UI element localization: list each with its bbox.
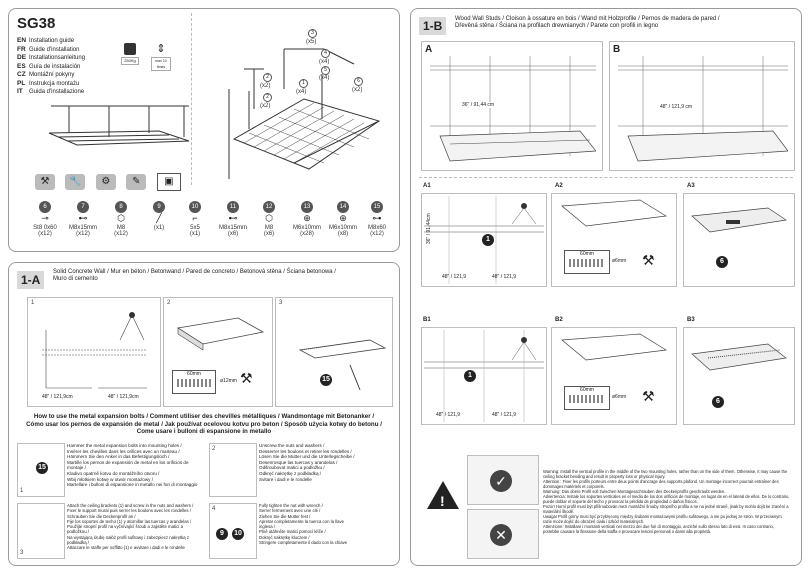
hardware-item: 11 ⊷ M8x15mm (x6) <box>215 201 251 237</box>
hardware-item: 7 ⊷ M8x15mm (x12) <box>65 201 101 237</box>
hardware-item: 13 ⊕ M6x10mm (x28) <box>289 201 325 237</box>
wall-drilling-diagram <box>42 312 147 389</box>
screw-icon: ⊕ <box>303 213 311 223</box>
step-a2: 60mm ø6mm ⚒ <box>551 193 677 287</box>
drill-icon: ⚒ <box>642 252 655 268</box>
bolt-usage-header: How to use the metal expansion bolts / C… <box>26 413 382 435</box>
wrench-icon: 🔧 <box>65 174 86 190</box>
bolt-step-image: 4 9 10 <box>209 503 257 559</box>
profile-diagram-a2 <box>561 199 668 227</box>
correct-example: ✓ <box>467 455 539 505</box>
mounted-profile-diagram <box>298 339 387 391</box>
nut-icon: ⬡ <box>265 213 273 223</box>
warning-icon <box>427 481 459 509</box>
bolt-step-text: Attach the ceiling brackets (1) and scre… <box>67 503 194 551</box>
check-icon: ✓ <box>490 470 512 492</box>
mounted-profile-a3 <box>691 207 787 233</box>
arrows-updown-icon: ⇕ <box>156 43 166 55</box>
step-b3: 6 <box>683 327 795 425</box>
drill-depth-box: 60mm <box>564 386 610 410</box>
drill-icon: ⚒ <box>240 370 253 386</box>
drill-icon: ⚙ <box>95 174 116 190</box>
bolt-step-4: 4 9 10 Fully tighten the nut with wrench… <box>209 503 393 561</box>
bolt-step-3: 3 15 Attach the ceiling brackets (1) and… <box>17 503 201 561</box>
cross-icon: ✕ <box>490 524 512 546</box>
model-title: SG38 <box>17 15 56 32</box>
hardware-item: 6 ⊸ St8 0x60 (x12) <box>27 201 63 237</box>
section-title: Solid Concrete Wall / Mur en béton / Bet… <box>53 269 336 282</box>
section-title: Wood Wall Studs / Cloison à ossature en … <box>455 16 720 29</box>
view-a: A 36" / 91,44 cm <box>421 41 603 171</box>
warning-box: ! ✓ ✕ Warning: Install the vertical prof… <box>421 455 793 559</box>
warning-text: Warning: Install the vertical profile in… <box>543 469 790 534</box>
hardware-item: 14 ⊕ M6x10mm (x8) <box>325 201 361 237</box>
nut-icon: ⬡ <box>117 213 125 223</box>
box-icon: ▣ <box>156 173 181 191</box>
shelf-illustration-small <box>48 105 190 146</box>
screw-icon: ⊸ <box>41 213 49 223</box>
bolt-step-2: 2 Unscrew the nuts and washers / Desserr… <box>209 443 393 499</box>
wood-stud-view-b <box>618 56 788 162</box>
incorrect-example: ✕ <box>467 509 539 559</box>
drill-depth-box: 60mm <box>564 250 610 274</box>
bolt-icon: ⊷ <box>228 213 238 223</box>
cycle-badge: ⇕ max 10 times <box>151 43 171 71</box>
view-b: B 48" / 121,9 cm <box>609 41 795 171</box>
part-callout-3: 3 <box>308 29 317 38</box>
part-callout-1: 1 <box>299 79 308 88</box>
part-callout-2: 2 <box>263 73 272 82</box>
part-callout-5: 5 <box>321 66 330 75</box>
bolt-step-image: 3 15 <box>17 503 65 559</box>
step-frame-1: 1 48" / 121,9cm 48" / 121,9cm <box>27 297 161 407</box>
step-b2: 60mm ø6mm ⚒ <box>551 327 677 425</box>
bolt-step-text: Fully tighten the nut with wrench / Serr… <box>259 503 348 546</box>
drill-icon: ⚒ <box>642 388 655 404</box>
bolt-step-1: 1 15 Hammer the metal expansion bolts in… <box>17 443 201 499</box>
hardware-item: 10 ⌐ 5x5 (x1) <box>177 201 213 237</box>
part-callout-4: 4 <box>321 49 330 58</box>
step-frame-3: 3 15 <box>275 297 393 407</box>
stud-drill-diagram-b1 <box>424 330 544 422</box>
section-badge: 1-B <box>419 17 447 35</box>
profile-holes-diagram <box>176 317 265 351</box>
bolt-step-text: Hammer the metal expansion bolts into mo… <box>67 443 198 488</box>
anchor-bolt-icon: ⊶ <box>372 213 382 223</box>
step-frame-2: 2 60mm ø12mm ⚒ <box>163 297 273 407</box>
separator <box>419 177 793 178</box>
weight-icon <box>124 43 136 55</box>
bolt-step-image: 2 <box>209 443 257 497</box>
mounted-profile-b3 <box>691 343 787 371</box>
part-callout-2b: 2 <box>263 93 272 102</box>
step-a3: 6 <box>683 193 795 287</box>
exploded-view <box>228 48 381 179</box>
screw-icon: ⊕ <box>339 213 347 223</box>
screwdriver-icon: ✎ <box>126 174 147 190</box>
weight-badge: 250Kg <box>121 43 139 69</box>
profile-diagram-b2 <box>561 333 668 361</box>
bolt-step-image: 1 15 <box>17 443 65 497</box>
part-callout-6: 6 <box>354 77 363 86</box>
hammer-icon: ⚒ <box>35 174 55 190</box>
drill-depth-box: 60mm <box>172 370 216 394</box>
step-a1: 1 36" / 91,44cm 48" / 121,9 48" / 121,9 <box>421 193 547 287</box>
bolt-icon: ⊷ <box>78 213 88 223</box>
tool-icons: ⚒ 🔧 ⚙ ✎ ▣ <box>35 171 181 191</box>
wood-stud-view-a <box>430 56 596 162</box>
spanner-icon: ╱ <box>156 213 162 223</box>
bolt-step-text: Unscrew the nuts and washers / Desserrer… <box>259 443 355 482</box>
step-b1: 1 48" / 121,9 48" / 121,9 <box>421 327 547 425</box>
hardware-item: 12 ⬡ M8 (x6) <box>251 201 287 237</box>
divider <box>191 13 193 185</box>
hardware-row: 6 ⊸ St8 0x60 (x12) 7 ⊷ M8x15mm (x12) 8 ⬡… <box>27 201 392 249</box>
stud-drill-diagram-a1 <box>424 196 544 284</box>
allen-key-icon: ⌐ <box>192 213 198 223</box>
hardware-item: 8 ⬡ M8 (x12) <box>103 201 139 237</box>
hardware-item: 15 ⊶ M8x60 (x12) <box>361 201 393 237</box>
section-1a-panel: 1-A Solid Concrete Wall / Mur en béton /… <box>8 262 400 566</box>
hardware-item: 9 ╱ (x1) <box>141 201 177 231</box>
section-1b-panel: 1-B Wood Wall Studs / Cloison à ossature… <box>410 8 802 566</box>
section-badge: 1-A <box>17 271 45 289</box>
